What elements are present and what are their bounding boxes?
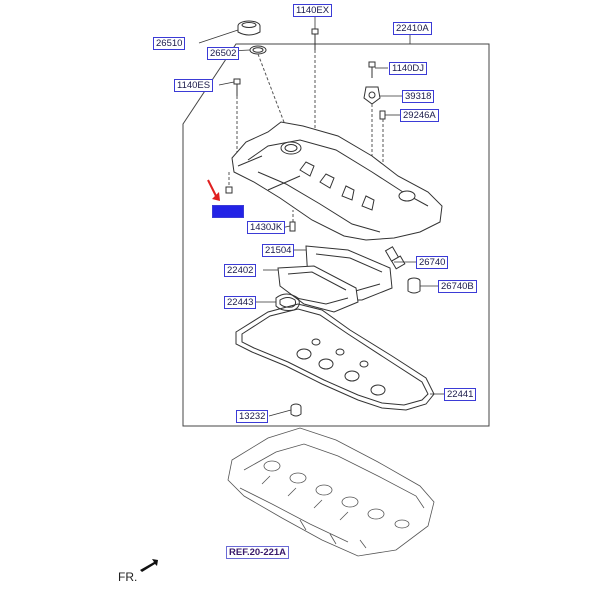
stud-22453-drawing [225,186,233,194]
part-label-1430jk[interactable]: 1430JK [247,221,286,234]
part-label-1140ex[interactable]: 1140EX [293,4,333,17]
part-label-26740[interactable]: 26740 [416,256,449,269]
part-label-1140es[interactable]: 1140ES [174,79,214,92]
rocker-cover-drawing [231,121,443,241]
stud-29246a-drawing [379,110,386,120]
assembly-frame [182,43,490,427]
grommet-drawing [407,277,421,294]
oil-filler-cap-drawing [237,20,261,36]
plug-gasket-drawing [275,293,300,311]
gasket-plate-drawing [277,265,359,313]
part-label-22441[interactable]: 22441 [444,388,477,401]
part-label-22410a[interactable]: 22410A [393,22,432,35]
cover-gasket-drawing [235,303,435,411]
cylinder-head-drawing [227,427,435,557]
bolt-1140ex-drawing [311,28,319,50]
part-label-26510[interactable]: 26510 [153,37,186,50]
part-label-26740b[interactable]: 26740B [438,280,477,293]
reference-label-cylinder-head[interactable]: REF.20-221A [226,546,290,559]
sensor-39318-drawing [363,86,381,105]
filler-cap-gasket-drawing [249,45,267,55]
part-label-1140dj[interactable]: 1140DJ [389,62,428,75]
front-direction-arrow-icon [140,559,158,572]
part-label-39318[interactable]: 39318 [402,90,435,103]
part-label-22453[interactable]: 22453 [212,205,245,218]
part-label-22402[interactable]: 22402 [224,264,257,277]
part-label-26502[interactable]: 26502 [207,47,240,60]
part-label-22443[interactable]: 22443 [224,296,257,309]
red-pointer-arrow [207,179,220,201]
part-label-29246a[interactable]: 29246A [400,109,439,122]
plug-13232-drawing [290,403,302,417]
part-label-13232[interactable]: 13232 [236,410,269,423]
front-direction-label: FR. [118,570,138,584]
pcv-valve-drawing [384,246,406,270]
bolt-1140dj-drawing [368,61,376,78]
part-label-21504[interactable]: 21504 [262,244,295,257]
bolt-1430jk-drawing [289,221,296,232]
bolt-1140es-drawing [233,78,241,96]
